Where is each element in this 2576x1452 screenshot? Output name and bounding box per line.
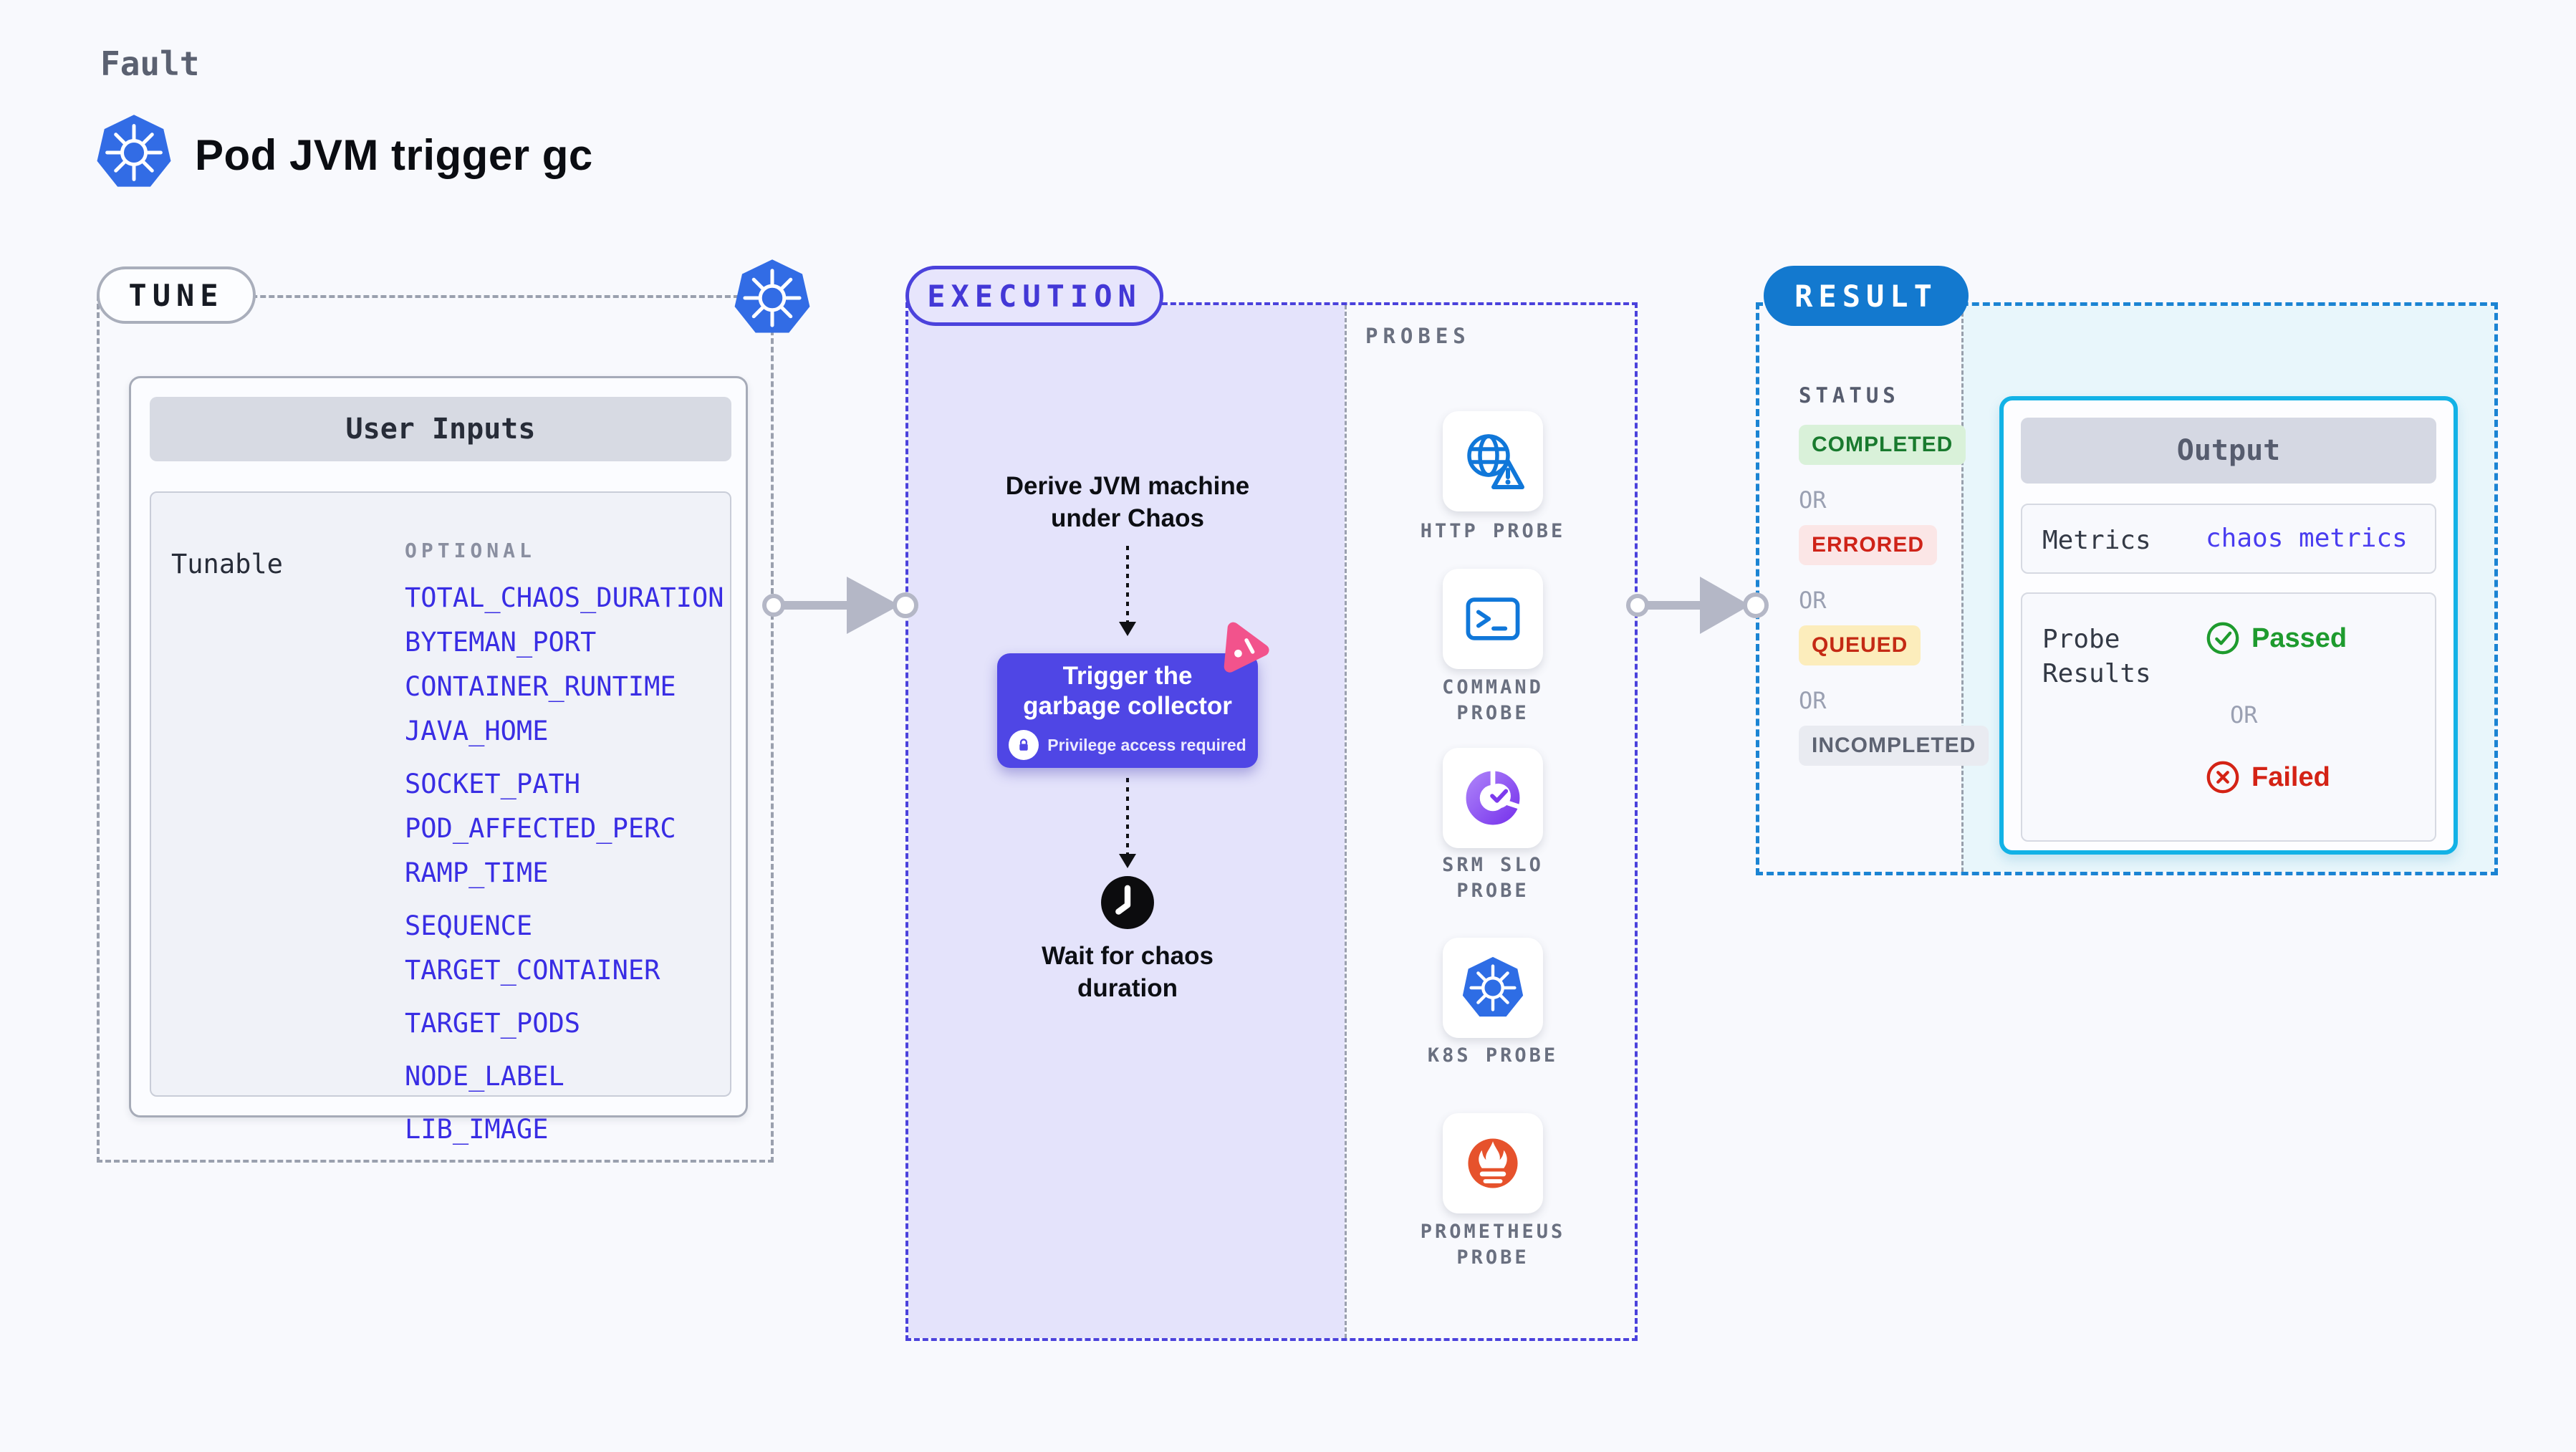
- kubernetes-icon: [732, 258, 812, 338]
- srm-slo-probe-label: SRM SLO PROBE: [1442, 854, 1544, 902]
- srm-slo-probe-icon: [1458, 764, 1527, 832]
- optional-column-header: OPTIONAL: [405, 539, 536, 562]
- dotted-arrow-head: [1119, 854, 1136, 868]
- k8s-probe-card[interactable]: [1443, 938, 1543, 1038]
- env-var-link[interactable]: TOTAL_CHAOS_DURATION: [405, 582, 724, 613]
- x-circle-icon: [2206, 760, 2240, 794]
- result-pill: RESULT: [1764, 266, 1969, 326]
- probe-results-label: Probe Results: [2042, 625, 2151, 688]
- env-var-link[interactable]: CONTAINER_RUNTIME: [405, 671, 676, 702]
- env-var-link[interactable]: SOCKET_PATH: [405, 769, 581, 799]
- execution-pill: EXECUTION: [905, 266, 1163, 326]
- user-inputs-header: User Inputs: [150, 397, 731, 461]
- wait-step-label: Wait for chaos duration: [1042, 942, 1213, 1002]
- user-inputs-card: User Inputs Tunable OPTIONAL TOTAL_CHAOS…: [129, 376, 748, 1143]
- output-header: Output: [2021, 418, 2436, 484]
- tunable-label: Tunable: [171, 549, 283, 580]
- tune-section: [97, 295, 774, 1163]
- env-var-link[interactable]: POD_AFFECTED_PERC: [405, 813, 676, 844]
- metrics-label: Metrics: [2042, 526, 2151, 555]
- probes-title: PROBES: [1365, 324, 1471, 348]
- check-circle-icon: [2206, 621, 2240, 655]
- status-badge-errored: ERRORED: [1799, 525, 1938, 565]
- env-var-link[interactable]: RAMP_TIME: [405, 857, 549, 888]
- command-probe-icon: [1458, 585, 1527, 653]
- metrics-value: chaos metrics: [2206, 524, 2408, 553]
- env-var-list: TOTAL_CHAOS_DURATION BYTEMAN_PORT CONTAI…: [405, 585, 724, 1143]
- env-var-link[interactable]: SEQUENCE: [405, 910, 533, 941]
- or-label: OR: [2230, 701, 2258, 729]
- k8s-probe-label: K8S PROBE: [1427, 1044, 1559, 1067]
- dotted-arrow: [1126, 778, 1129, 854]
- arrow-right-icon: [1626, 562, 1769, 648]
- chaos-flask-icon: [1215, 620, 1277, 682]
- command-probe-card[interactable]: [1443, 569, 1543, 669]
- probes-panel: PROBES: [1345, 305, 1634, 1338]
- output-card: Output Metrics chaos metrics Probe Resul…: [1999, 396, 2458, 855]
- dotted-arrow-head: [1119, 622, 1136, 636]
- passed-label: Passed: [2251, 622, 2347, 653]
- metrics-row: Metrics chaos metrics: [2021, 504, 2436, 574]
- failed-label: Failed: [2251, 761, 2330, 792]
- or-label: OR: [1799, 587, 1827, 614]
- trigger-gc-label: Trigger the garbage collector: [1023, 662, 1232, 720]
- page-title: Pod JVM trigger gc: [195, 131, 593, 179]
- http-probe-label: HTTP PROBE: [1420, 520, 1566, 542]
- or-label: OR: [1799, 486, 1827, 514]
- fault-eyebrow: Fault: [100, 44, 200, 83]
- probe-results-row: Probe Results Passed OR: [2021, 592, 2436, 842]
- arrow-right-icon: [762, 562, 918, 648]
- env-var-link[interactable]: TARGET_PODS: [405, 1008, 581, 1039]
- env-var-link[interactable]: NODE_LABEL: [405, 1061, 564, 1092]
- http-probe-card[interactable]: [1443, 411, 1543, 511]
- execution-section: Derive JVM machine under Chaos Trigger t…: [905, 302, 1638, 1341]
- status-badge-incompleted: INCOMPLETED: [1799, 726, 1989, 766]
- env-var-link[interactable]: LIB_IMAGE: [405, 1114, 549, 1145]
- trigger-gc-node: Trigger the garbage collector Privilege …: [997, 653, 1258, 768]
- k8s-probe-icon: [1458, 953, 1528, 1023]
- status-badge-completed: COMPLETED: [1799, 425, 1966, 465]
- result-section: STATUS COMPLETED OR ERRORED OR QUEUED OR…: [1756, 302, 2498, 875]
- prometheus-probe-card[interactable]: [1443, 1113, 1543, 1213]
- dotted-arrow: [1126, 546, 1129, 622]
- privilege-note-text: Privilege access required: [1047, 735, 1246, 754]
- prometheus-probe-label: PROMETHEUS PROBE: [1420, 1221, 1566, 1269]
- execution-canvas: Derive JVM machine under Chaos Trigger t…: [908, 305, 1345, 1338]
- failed-result: Failed: [2206, 760, 2330, 794]
- or-label: OR: [1799, 687, 1827, 714]
- http-probe-icon: [1457, 425, 1529, 497]
- passed-result: Passed: [2206, 621, 2347, 655]
- tunable-panel: Tunable OPTIONAL TOTAL_CHAOS_DURATION BY…: [150, 491, 731, 1143]
- clock-icon: [1097, 872, 1158, 933]
- env-var-link[interactable]: JAVA_HOME: [405, 716, 549, 746]
- prometheus-probe-icon: [1458, 1129, 1527, 1198]
- lock-icon: [1009, 730, 1039, 760]
- derive-step-label: Derive JVM machine under Chaos: [1005, 472, 1250, 532]
- status-badge-queued: QUEUED: [1799, 625, 1921, 665]
- command-probe-label: COMMAND PROBE: [1442, 676, 1544, 724]
- kubernetes-icon: [95, 113, 173, 192]
- privilege-note: Privilege access required: [1009, 730, 1246, 760]
- srm-slo-probe-card[interactable]: [1443, 748, 1543, 848]
- status-title: STATUS: [1799, 383, 1900, 408]
- env-var-link[interactable]: TARGET_CONTAINER: [405, 955, 660, 986]
- tune-pill: TUNE: [97, 266, 256, 324]
- env-var-link[interactable]: BYTEMAN_PORT: [405, 627, 597, 658]
